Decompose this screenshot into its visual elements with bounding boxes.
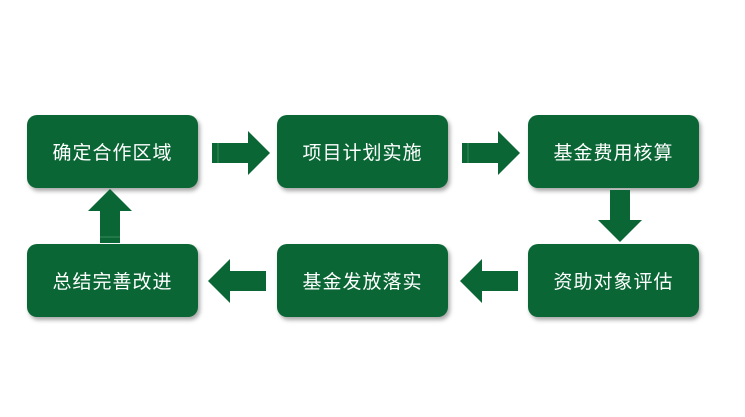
step-box-1: 确定合作区域	[27, 115, 198, 188]
step-label: 项目计划实施	[302, 142, 423, 164]
arrow-down-icon	[598, 190, 642, 242]
arrow-right-icon	[462, 131, 520, 175]
step-box-5: 基金发放落实	[277, 244, 448, 317]
step-label: 确定合作区域	[52, 142, 173, 164]
arrow-up-icon	[88, 189, 132, 243]
step-label: 资助对象评估	[553, 271, 674, 293]
step-label: 基金发放落实	[302, 271, 423, 293]
step-label: 总结完善改进	[52, 271, 173, 293]
step-box-3: 基金费用核算	[528, 115, 699, 188]
step-box-6: 总结完善改进	[27, 244, 198, 317]
step-box-4: 资助对象评估	[528, 244, 699, 317]
arrow-left-icon	[208, 259, 266, 303]
step-label: 基金费用核算	[553, 142, 674, 164]
step-box-2: 项目计划实施	[277, 115, 448, 188]
arrow-right-icon	[212, 131, 270, 175]
arrow-left-icon	[460, 259, 518, 303]
